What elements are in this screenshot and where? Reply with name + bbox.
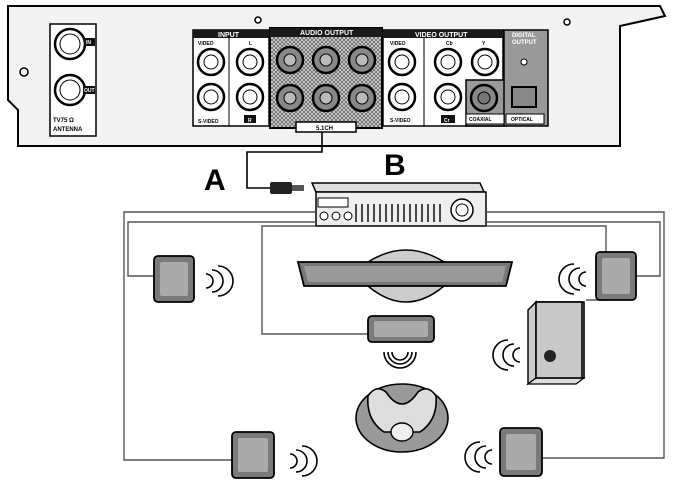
antenna-title-line1: TV75 Ω (53, 118, 74, 124)
digital-output-header-line2: OUTPUT (512, 40, 537, 46)
antenna-out-label: OUT (84, 88, 95, 94)
video-output-cb-label: Cb (446, 41, 453, 47)
audio-output-header: AUDIO OUTPUT (300, 30, 354, 37)
audio-output-mode-label: 5.1CH (316, 126, 333, 132)
speaker-rear-right (499, 427, 543, 477)
digital-output-screw (520, 58, 528, 66)
audio-output-block: AUDIO OUTPUT 5.1CH (269, 27, 383, 133)
listener-head (390, 422, 414, 442)
label-a: A (204, 164, 226, 197)
digital-output-header-line1: DIGITAL (512, 33, 536, 39)
cable-a-plug (270, 182, 292, 194)
speaker-front-left (153, 255, 195, 303)
cable-a (246, 132, 323, 194)
digital-output-block: DIGITAL OUTPUT COAXIAL OPTICAL (465, 29, 549, 127)
speaker-wiring (123, 211, 665, 461)
speaker-rear-left (231, 431, 275, 479)
listener-seat (355, 383, 449, 453)
antenna-in-label: IN (86, 40, 91, 46)
optical-jack (511, 86, 537, 108)
input-left-label: L (249, 41, 252, 47)
av-receiver (310, 182, 487, 227)
speaker-center (367, 315, 435, 343)
subwoofer-driver (544, 350, 556, 362)
video-output-svideo-label: S-VIDEO (390, 118, 411, 124)
video-output-header: VIDEO OUTPUT (415, 32, 468, 39)
input-video-label: VIDEO (198, 41, 214, 47)
speaker-front-right (595, 251, 637, 301)
input-header: INPUT (218, 32, 240, 39)
screw-hole-top (254, 16, 262, 24)
screw-hole-right (563, 18, 571, 26)
subwoofer (526, 300, 586, 386)
input-svideo-label: S-VIDEO (198, 119, 219, 125)
antenna-title-line2: ANTENNA (53, 127, 83, 133)
television (296, 249, 514, 303)
input-right-label: R (248, 118, 252, 124)
coaxial-label: COAXIAL (469, 117, 492, 123)
rear-panel: IN OUT TV75 Ω ANTENNA INPUT VIDEO S-VIDE… (7, 5, 667, 147)
audio-output-jacks (275, 45, 377, 113)
video-output-video-label: VIDEO (390, 41, 406, 47)
video-output-y-label: Y (482, 41, 486, 47)
sound-waves (205, 263, 587, 477)
input-block: INPUT VIDEO S-VIDEO L R (192, 29, 270, 127)
screw-hole-left (19, 67, 29, 77)
video-output-cr-label: Cr (444, 118, 450, 124)
optical-label: OPTICAL (511, 117, 533, 123)
antenna-block: IN OUT TV75 Ω ANTENNA (49, 23, 97, 137)
label-b: B (384, 149, 406, 182)
